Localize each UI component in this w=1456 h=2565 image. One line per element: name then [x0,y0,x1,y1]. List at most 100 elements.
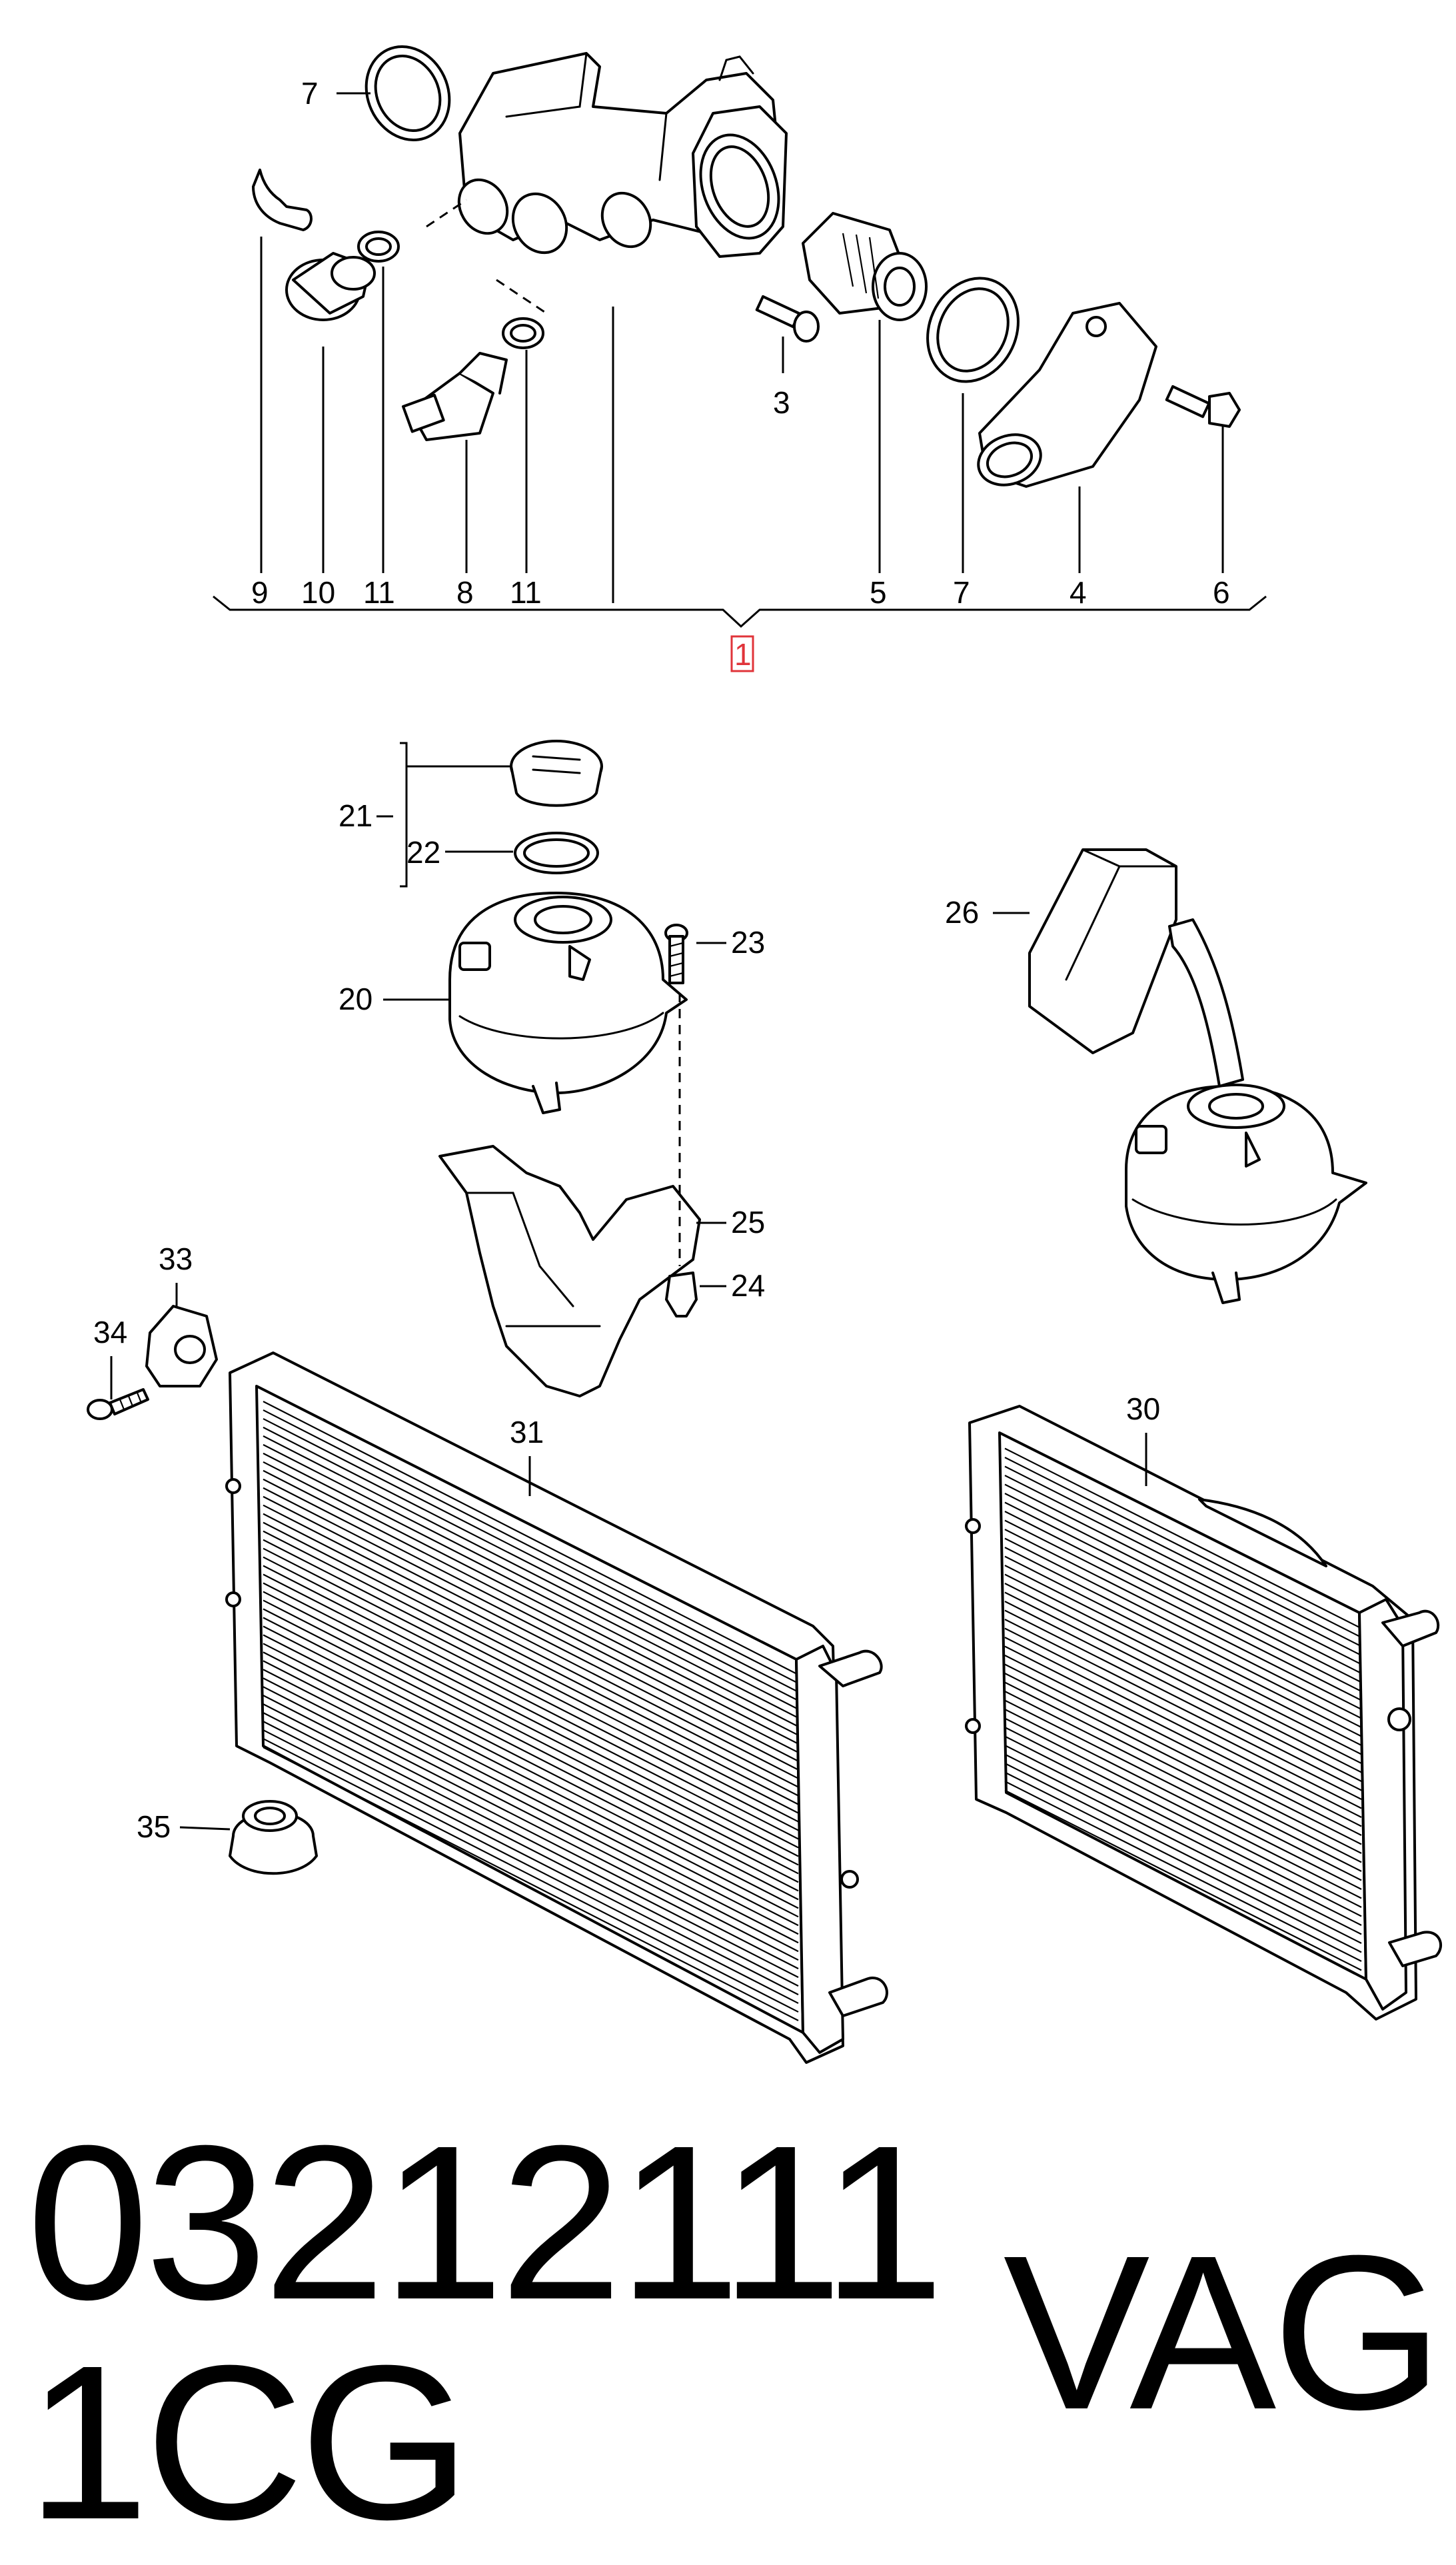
radiator-31 [179,1351,888,2064]
radiator-fin-line [263,1660,799,1935]
radiator-fin-line [1004,1655,1362,1836]
callout-30: 30 [1126,1391,1160,1426]
radiator-fin-line [1004,1745,1362,1926]
callout-33: 33 [159,1242,193,1276]
thermostat-5 [802,212,928,321]
callout-8: 8 [456,575,474,610]
sensor-module-26 [1028,848,1177,1054]
radiator-31-fins [263,1400,799,2022]
callout-4: 4 [1070,575,1087,610]
radiator-fin-line [263,1400,799,1675]
radiator-fin-line [1004,1555,1362,1737]
callout-7: 7 [301,76,319,111]
radiator-fin-line [263,1521,799,1797]
radiator-fin-line [1004,1547,1362,1728]
radiator-fin-line [263,1686,799,1961]
radiator-fin-line [1004,1645,1362,1827]
radiator-fin-line [263,1409,799,1684]
radiator-fin-line [1004,1493,1362,1674]
radiator-fin-line [1004,1447,1362,1629]
screw-23 [664,924,688,984]
expansion-tank-group [376,740,726,1397]
radiator-fin-line [1004,1529,1362,1710]
callout-11: 11 [363,575,395,610]
radiator-fin-line [1004,1519,1362,1701]
callout-20: 20 [339,982,372,1016]
callout-35: 35 [137,1809,171,1844]
radiator-fin-line [263,1461,799,1736]
radiator-fin-line [263,1703,799,1979]
outlet-left [457,178,509,235]
radiator-fin-line [1004,1637,1362,1818]
radiator-fin-line [1004,1573,1362,1755]
radiator-fin-line [263,1669,799,1944]
radiator-fin-line [1004,1789,1362,1971]
tank-with-sensor-group [993,848,1367,1304]
radiator-fin-line [263,1504,799,1779]
bolt-3 [755,295,820,343]
radiator-fin-line [263,1443,799,1719]
radiator-fin-line [263,1695,799,1970]
part-number: 03212111 1CG [27,2099,944,2565]
callout-21: 21 [339,798,372,833]
radiator-fin-line [263,1677,799,1953]
radiator-fin-line [263,1712,799,1987]
radiator-fin-line [1004,1565,1362,1746]
radiator-fin-line [263,1573,799,1849]
radiator-fin-line [1004,1681,1362,1863]
radiator-fin-line [1004,1601,1362,1782]
temp-sender-8 [401,352,508,441]
plug-10 [285,252,376,321]
radiator-fin-line [263,1513,799,1788]
radiator-fin-line [263,1539,799,1814]
callout-3: 3 [773,385,790,420]
assembly-brace [213,595,1267,628]
radiator-fin-line [263,1651,799,1927]
mount-rubber-35 [229,1800,318,1875]
callout-22: 22 [406,835,440,870]
coolant-flange-4 [977,302,1157,488]
callout-34: 34 [93,1315,127,1349]
radiator-fin-line [263,1478,799,1753]
radiator-fin-line [1004,1781,1362,1962]
radiator-fin-line [1004,1691,1362,1872]
callout-25: 25 [731,1205,765,1240]
radiator-30-fins [1004,1447,1362,1971]
radiator-fin-line [1004,1457,1362,1638]
radiator-fin-line [263,1625,799,1901]
callout-6: 6 [1213,575,1230,610]
radiator-fin-line [263,1617,799,1892]
clip-9 [252,169,313,231]
radiator-fin-line [1004,1483,1362,1665]
radiator-fin-line [1004,1475,1362,1656]
parts-diagram: 7 9 10 11 8 11 3 5 7 4 6 1 21 22 23 20 2… [87,45,1443,2064]
radiator-fin-line [1004,1465,1362,1647]
cap-21 [510,740,603,807]
brand-label: VAG [1003,2209,1443,2455]
radiator-fin-line [1004,1627,1362,1809]
radiator-fin-line [1004,1763,1362,1944]
callout-11: 11 [510,575,542,610]
radiator-fin-line [263,1452,799,1727]
expansion-tank-20 [448,892,688,1114]
radiator-fin-line [1004,1771,1362,1953]
radiator-fin-line [263,1547,799,1823]
callout-26: 26 [945,895,979,930]
radiator-fin-line [1004,1583,1362,1764]
callout-10: 10 [301,575,335,610]
radiator-fin-line [1004,1663,1362,1845]
radiator-30 [965,1405,1443,2021]
callout-labels: 7 9 10 11 8 11 3 5 7 4 6 1 21 22 23 20 2… [93,76,1230,1844]
radiator-fin-line [1004,1727,1362,1908]
radiator-fin-line [263,1417,799,1693]
radiator-fin-line [263,1747,799,2022]
callout-7: 7 [953,575,970,610]
radiator-fin-line [1004,1591,1362,1773]
radiator-fin-line [263,1565,799,1840]
mount-group [87,1283,218,1420]
callout-31: 31 [510,1415,544,1449]
radiator-fin-line [1004,1609,1362,1791]
radiator-fin-line [263,1495,799,1771]
radiator-fin-line [1004,1699,1362,1881]
thermostat-housing-group [213,45,1267,672]
